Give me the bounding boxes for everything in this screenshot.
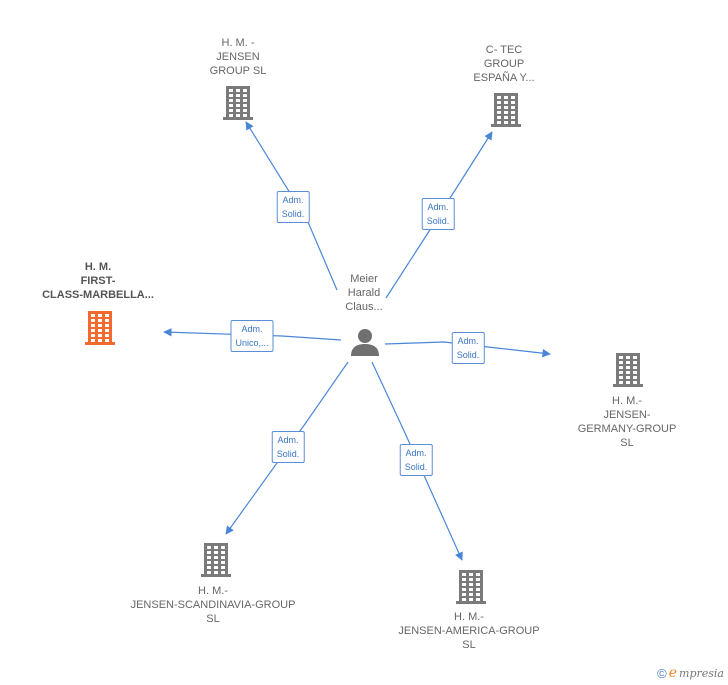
company-name-jensen-group[interactable]: H. M. - JENSEN GROUP SL (209, 37, 267, 77)
edge-label-scandinavia[interactable]: Adm. Solid. (271, 431, 305, 463)
person-icon (351, 329, 379, 356)
company-name-america[interactable]: H. M.- JENSEN-AMERICA-GROUP SL (398, 611, 540, 651)
edge-line-first-class (163, 328, 342, 341)
edge-line-america (371, 361, 463, 561)
edge-label-jensen-group[interactable]: Adm. Solid. (276, 191, 310, 223)
edge-label-america[interactable]: Adm. Solid. (399, 444, 433, 476)
company-node-america[interactable] (456, 570, 486, 609)
building-icon (85, 311, 115, 345)
company-name-scandinavia[interactable]: H. M.- JENSEN-SCANDINAVIA-GROUP SL (130, 585, 296, 625)
company-node-germany[interactable] (613, 353, 643, 392)
person-name[interactable]: Meier Harald Claus... (345, 273, 383, 313)
company-name-germany[interactable]: H. M.- JENSEN-GERMANY-GROUP SL (577, 395, 677, 449)
building-icon (223, 86, 253, 120)
person-node[interactable] (350, 327, 380, 362)
empresia-logo-text: mpresia (679, 666, 724, 680)
company-node-ctec[interactable] (491, 93, 521, 132)
company-node-first-class[interactable] (85, 311, 115, 350)
copyright-icon: © (657, 665, 667, 681)
edge-label-ctec[interactable]: Adm. Solid. (421, 198, 455, 230)
company-name-ctec[interactable]: C- TEC GROUP ESPAÑA Y... (473, 44, 535, 84)
company-name-first-class[interactable]: H. M. FIRST- CLASS-MARBELLA... (42, 261, 154, 301)
edge-line-germany (384, 341, 551, 358)
building-icon (201, 543, 231, 577)
edge-line-scandinavia (225, 361, 349, 535)
edge-label-germany[interactable]: Adm. Solid. (451, 332, 485, 364)
building-icon (456, 570, 486, 604)
empresia-logo-initial: e (668, 665, 678, 681)
company-node-jensen-group[interactable] (223, 86, 253, 125)
building-icon (613, 353, 643, 387)
edge-label-first-class[interactable]: Adm. Unico,... (230, 320, 274, 352)
edge-line-ctec (385, 131, 493, 299)
company-node-scandinavia[interactable] (201, 543, 231, 582)
building-icon (491, 93, 521, 127)
